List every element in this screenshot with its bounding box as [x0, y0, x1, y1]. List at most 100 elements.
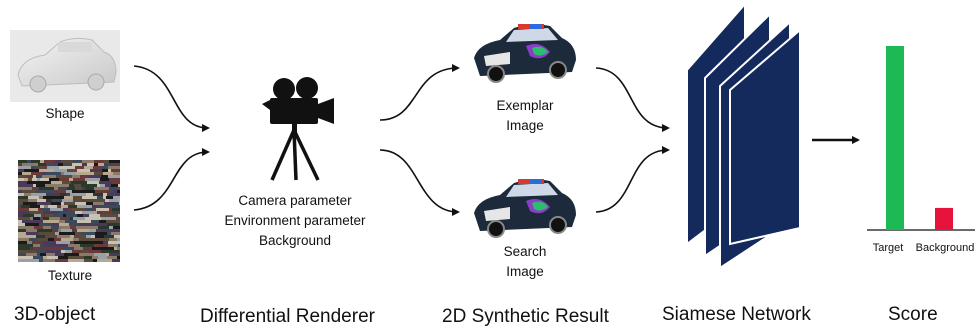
- texture-noise-strip: [26, 229, 37, 232]
- texture-noise-strip: [60, 193, 66, 196]
- texture-noise-strip: [18, 235, 22, 238]
- texture-noise-strip: [79, 223, 93, 226]
- texture-noise-strip: [70, 235, 74, 238]
- texture-noise-strip: [33, 184, 36, 187]
- texture-noise-strip: [52, 223, 59, 226]
- texture-noise-strip: [70, 217, 73, 220]
- texture-noise-strip: [27, 160, 31, 163]
- texture-noise-strip: [57, 184, 69, 187]
- texture-noise-strip: [55, 160, 61, 163]
- texture-noise-strip: [104, 202, 116, 205]
- search-car-image: [474, 179, 576, 238]
- texture-noise-strip: [43, 196, 51, 199]
- texture-noise-strip: [62, 181, 71, 184]
- texture-noise-strip: [51, 196, 64, 199]
- texture-noise-strip: [119, 250, 120, 253]
- texture-noise-strip: [37, 202, 51, 205]
- texture-noise-strip: [32, 241, 42, 244]
- search-label-line-1: Search: [503, 244, 547, 259]
- texture-noise-strip: [95, 235, 104, 238]
- texture-noise-strip: [72, 175, 80, 178]
- texture-noise-strip: [67, 169, 77, 172]
- texture-noise-strip: [100, 184, 105, 187]
- texture-noise-strip: [18, 196, 28, 199]
- texture-noise-strip: [104, 163, 113, 166]
- texture-noise-strip: [66, 193, 70, 196]
- texture-noise-strip: [18, 169, 24, 172]
- texture-noise-strip: [18, 229, 26, 232]
- texture-noise-strip: [73, 238, 79, 241]
- texture-noise-strip: [32, 187, 39, 190]
- texture-noise-strip: [18, 184, 33, 187]
- texture-noise-strip: [93, 259, 97, 262]
- texture-noise-strip: [94, 187, 109, 190]
- texture-noise-strip: [45, 235, 57, 238]
- texture-noise-strip: [72, 250, 82, 253]
- texture-noise-strip: [113, 163, 120, 166]
- texture-noise-strip: [40, 217, 43, 220]
- texture-noise-strip: [59, 232, 75, 235]
- texture-noise-strip: [40, 160, 44, 163]
- texture-noise-strip: [109, 160, 120, 163]
- texture-noise-strip: [85, 199, 94, 202]
- texture-noise-strip: [43, 259, 55, 262]
- texture-noise-strip: [62, 199, 73, 202]
- texture-noise-strip: [65, 220, 77, 223]
- texture-noise-strip: [18, 208, 29, 211]
- texture-noise-strip: [39, 187, 54, 190]
- texture-noise-strip: [23, 214, 34, 217]
- texture-noise-strip: [85, 187, 94, 190]
- arrow-shape-to-renderer: [133, 65, 210, 132]
- texture-noise-strip: [105, 199, 109, 202]
- texture-noise-strip: [71, 181, 87, 184]
- texture-noise-strip: [92, 256, 98, 259]
- texture-noise-strip: [101, 217, 116, 220]
- texture-noise-strip: [58, 229, 61, 232]
- texture-noise-strip: [111, 232, 120, 235]
- texture-noise-strip: [107, 232, 111, 235]
- texture-noise-strip: [34, 214, 41, 217]
- stage-2d-synthetic-result: 2D Synthetic Result: [442, 306, 609, 327]
- texture-noise-strip: [59, 220, 65, 223]
- texture-noise-strip: [86, 193, 93, 196]
- texture-noise-strip: [92, 175, 101, 178]
- texture-noise-strip: [18, 166, 31, 169]
- texture-noise-strip: [53, 205, 57, 208]
- texture-noise-strip: [61, 172, 64, 175]
- texture-noise-strip: [59, 226, 65, 229]
- texture-noise-strip: [36, 250, 45, 253]
- texture-noise-strip: [18, 190, 22, 193]
- texture-noise-strip: [83, 247, 92, 250]
- texture-noise-strip: [18, 223, 25, 226]
- texture-noise-strip: [18, 259, 22, 262]
- texture-noise-strip: [82, 187, 85, 190]
- texture-noise-strip: [28, 178, 32, 181]
- texture-noise-strip: [66, 214, 77, 217]
- texture-noise-strip: [84, 256, 92, 259]
- flow-arrows: [133, 64, 670, 216]
- texture-noise-strip: [37, 238, 48, 241]
- texture-noise-strip: [74, 184, 81, 187]
- texture-noise-strip: [53, 256, 58, 259]
- texture-noise-strip: [81, 232, 95, 235]
- texture-noise-strip: [18, 211, 21, 214]
- texture-noise-strip: [80, 175, 89, 178]
- texture-noise-strip: [89, 175, 92, 178]
- shape-car-model-image: [10, 30, 120, 102]
- texture-noise-strip: [108, 175, 120, 178]
- texture-noise-strip: [100, 214, 114, 217]
- search-label-line-2: Image: [506, 264, 544, 279]
- texture-noise-strip: [94, 253, 106, 256]
- texture-noise-strip: [55, 244, 68, 247]
- texture-noise-strip: [117, 256, 120, 259]
- target-bar-label: Target: [872, 242, 904, 254]
- texture-noise-strip: [114, 235, 120, 238]
- texture-noise-strip: [18, 193, 24, 196]
- stage-3d-object: 3D-object: [14, 304, 96, 325]
- texture-noise-strip: [54, 238, 61, 241]
- texture-noise-strip: [112, 211, 120, 214]
- texture-noise-strip: [75, 202, 86, 205]
- texture-noise-strip: [118, 244, 120, 247]
- texture-noise-strip: [67, 187, 75, 190]
